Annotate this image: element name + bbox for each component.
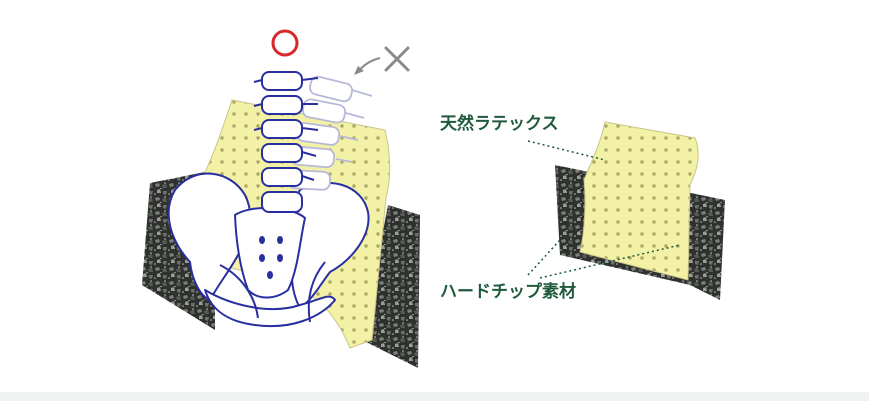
leader-lines (527, 140, 681, 279)
right-mattress-illustration (555, 121, 725, 300)
correct-circle-icon (271, 29, 299, 57)
pelvis-holes (259, 236, 283, 279)
bottom-band (0, 392, 869, 401)
latex-layer-right (579, 121, 699, 281)
latex-label: 天然ラテックス (440, 114, 559, 134)
left-mattress-illustration (142, 29, 420, 368)
arrow-head-icon (354, 66, 364, 75)
spine-correct (253, 71, 319, 213)
wrong-cross-icon (384, 46, 410, 72)
pelvis-bone (167, 172, 370, 328)
hard-chip-label: ハードチップ素材 (440, 282, 576, 302)
hard-chip-base-right (362, 205, 420, 368)
